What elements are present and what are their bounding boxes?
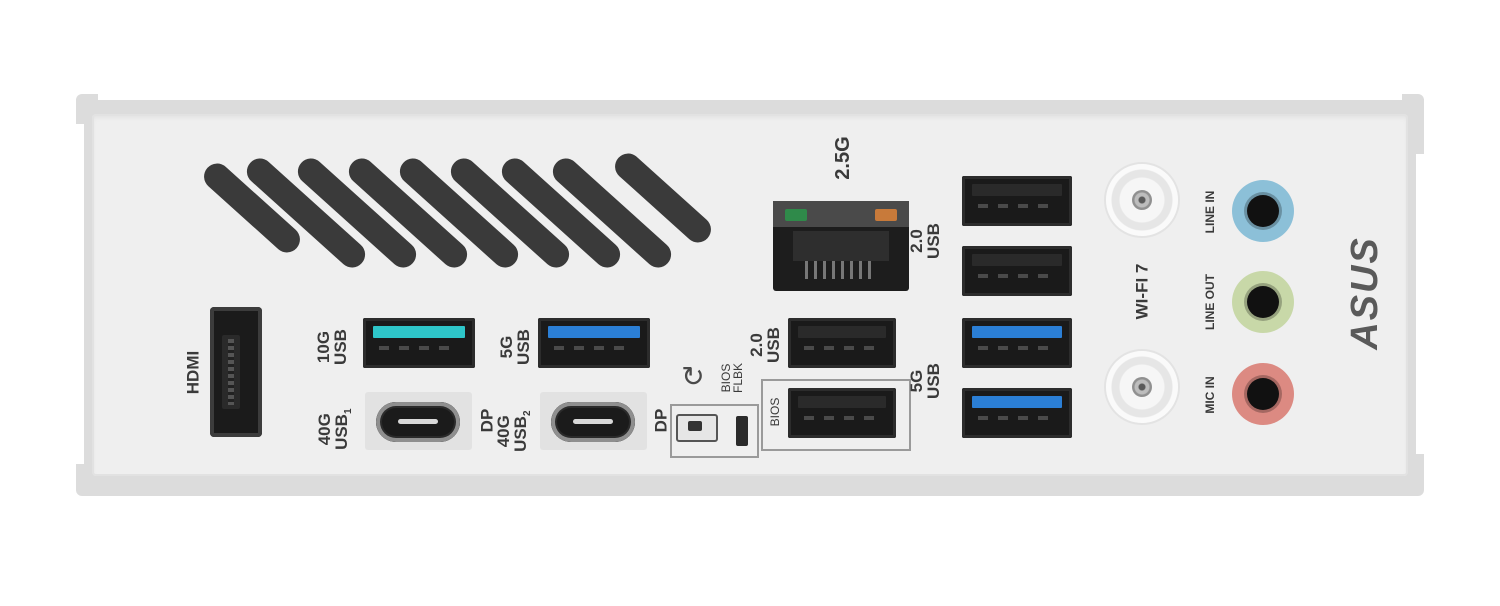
refresh-icon: ↻ <box>681 361 705 392</box>
usb-20-top-2-port[interactable] <box>962 246 1072 296</box>
usb-c-tongue <box>398 419 438 424</box>
bios-flbk-box <box>670 404 759 458</box>
line-in-jack[interactable] <box>1232 180 1294 242</box>
lan-speed-label: 2.5G <box>832 136 854 180</box>
usb-port-tongue <box>972 396 1062 408</box>
usb-20-top-1-port[interactable] <box>962 176 1072 226</box>
usb-20-type-a-port[interactable] <box>788 318 896 368</box>
bios-port-label: BIOS <box>768 397 782 427</box>
lan-link-led <box>785 209 807 221</box>
usb-c-tongue <box>573 419 613 424</box>
lan-activity-led <box>875 209 897 221</box>
asus-logo: ASUS <box>1344 236 1386 350</box>
line-out-jack[interactable] <box>1232 271 1294 333</box>
usb-5g-right-2-port[interactable] <box>962 388 1072 438</box>
usb-port-pins <box>804 346 880 350</box>
usb-bios-flashback-port[interactable] <box>788 388 896 438</box>
wifi-antenna-connector-top[interactable] <box>1106 164 1178 236</box>
line-in-label: LINE IN <box>1203 190 1217 234</box>
hdmi-port[interactable] <box>210 307 262 437</box>
usb-port-tongue <box>548 326 640 338</box>
bios-port-box <box>761 379 911 451</box>
antenna-pin <box>1132 190 1152 210</box>
usb-port-pins <box>978 274 1056 278</box>
usb-port-pins <box>554 346 634 350</box>
usb-port-tongue <box>798 396 886 408</box>
usb-port-tongue <box>972 184 1062 196</box>
mic-in-label: MIC IN <box>1203 376 1217 414</box>
dp-2-label: DP <box>651 408 671 433</box>
lan-port[interactable] <box>773 201 909 291</box>
mic-in-jack[interactable] <box>1232 363 1294 425</box>
usb-5g-type-a-port[interactable] <box>538 318 650 368</box>
usb-c-40g-1-port[interactable] <box>376 402 460 442</box>
usb-port-pins <box>978 204 1056 208</box>
usb-port-tongue <box>972 326 1062 338</box>
wifi-label: WI-FI 7 <box>1132 263 1152 320</box>
antenna-pin <box>1132 377 1152 397</box>
usb-port-pins <box>804 416 880 420</box>
line-out-label: LINE OUT <box>1203 274 1217 330</box>
usb-port-pins <box>978 416 1056 420</box>
usb-port-tongue <box>798 326 886 338</box>
usb-port-tongue <box>373 326 465 338</box>
usb-port-pins <box>379 346 459 350</box>
bios-flbk-button[interactable] <box>676 414 718 442</box>
usb-5g-right-1-port[interactable] <box>962 318 1072 368</box>
usb-10g-type-a-port[interactable] <box>363 318 475 368</box>
usb-port-tongue <box>972 254 1062 266</box>
hdmi-label: HDMI <box>183 350 203 395</box>
usb-port-pins <box>978 346 1056 350</box>
wifi-antenna-connector-bottom[interactable] <box>1106 351 1178 423</box>
clear-cmos-button[interactable] <box>736 416 748 446</box>
usb-c-40g-2-port[interactable] <box>551 402 635 442</box>
